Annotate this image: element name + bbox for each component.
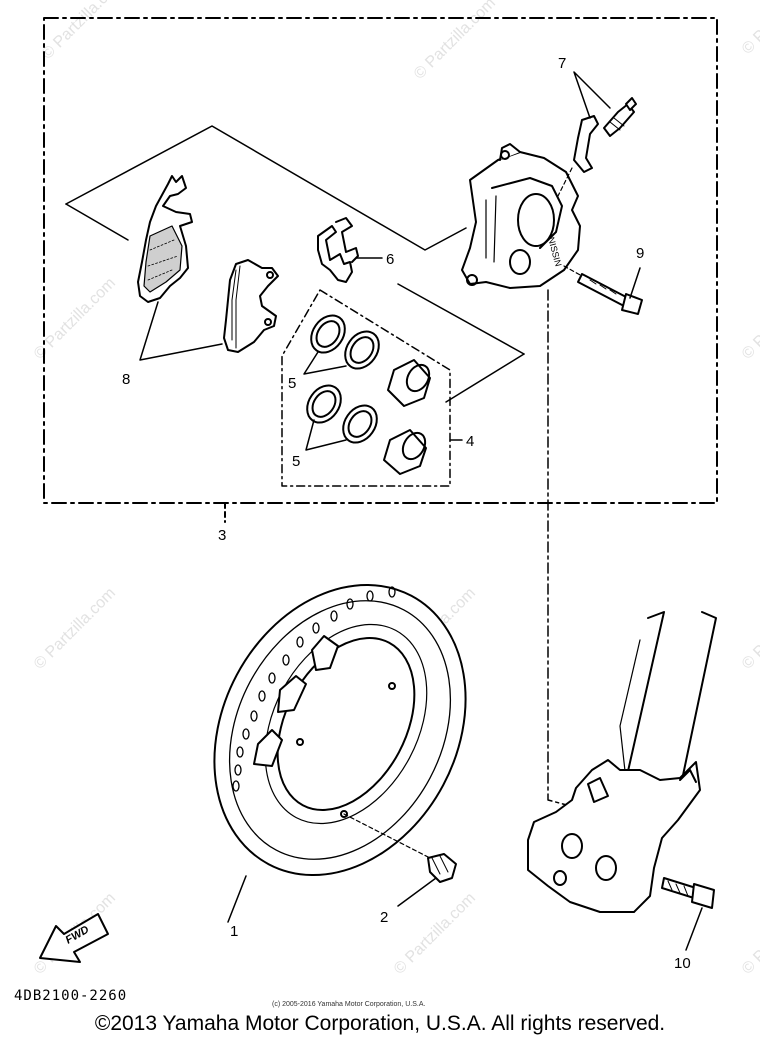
brake-pad-rear (223, 259, 279, 353)
watermark: © Partzilla.com (39, 0, 127, 63)
watermark: © Partzilla.com (739, 585, 760, 673)
watermark: © Partzilla.com (739, 0, 760, 58)
brake-disc (213, 583, 467, 877)
callout-8: 8 (122, 371, 130, 388)
caliper-assembly-boundary (43, 17, 718, 504)
pads-outline (65, 125, 467, 251)
mounting-axis (547, 289, 579, 809)
caliper-body (461, 143, 581, 289)
watermark: © Partzilla.com (739, 890, 760, 978)
small-copyright: (c) 2005-2016 Yamaha Motor Corporation, … (272, 1001, 425, 1008)
part-code: 4DB2100-2260 (14, 988, 127, 1004)
callout-9: 9 (636, 245, 644, 262)
callout-6: 6 (386, 251, 394, 268)
leader-10 (685, 907, 703, 951)
leader-9 (629, 267, 641, 299)
bleed-screw-axis (557, 167, 573, 197)
brake-pad-front (137, 175, 193, 303)
watermark: © Partzilla.com (411, 0, 499, 83)
seal-kit-connector-2 (445, 353, 525, 403)
leader-8 (139, 301, 223, 361)
leader-1 (227, 875, 247, 923)
leader-2 (397, 877, 437, 907)
pistons (383, 359, 431, 475)
fork-bolt (661, 877, 715, 909)
forward-arrow-icon (39, 913, 109, 963)
callout-5a: 5 (288, 375, 296, 392)
callout-2: 2 (380, 909, 388, 926)
seal-kit-boundary (281, 289, 451, 487)
disc-bolt-axis (343, 813, 431, 859)
callouts: 1 2 3 4 5 5 6 7 8 9 10 (122, 55, 691, 972)
caliper-bolt (577, 273, 643, 315)
bleed-screw (573, 97, 637, 173)
leader-5b (305, 419, 347, 451)
pad-spring (317, 217, 359, 283)
front-fork (527, 611, 717, 913)
callout-7: 7 (558, 55, 566, 72)
callout-1: 1 (230, 923, 238, 940)
watermark: © Partzilla.com (391, 890, 479, 978)
callout-10: 10 (674, 955, 691, 972)
bolt-axis (563, 265, 583, 277)
watermark: © Partzilla.com (739, 275, 760, 363)
pads-outline-lower (65, 203, 129, 241)
callout-3: 3 (218, 527, 226, 544)
disc-bolt (427, 853, 457, 883)
leader-7 (573, 71, 611, 119)
callout-4: 4 (466, 433, 474, 450)
piston-seals (306, 314, 380, 444)
leader-5a (303, 351, 347, 375)
seal-kit-connector (397, 283, 525, 355)
callout-5b: 5 (292, 453, 300, 470)
footer-copyright: ©2013 Yamaha Motor Corporation, U.S.A. A… (94, 1012, 666, 1035)
watermark: © Partzilla.com (31, 585, 119, 673)
